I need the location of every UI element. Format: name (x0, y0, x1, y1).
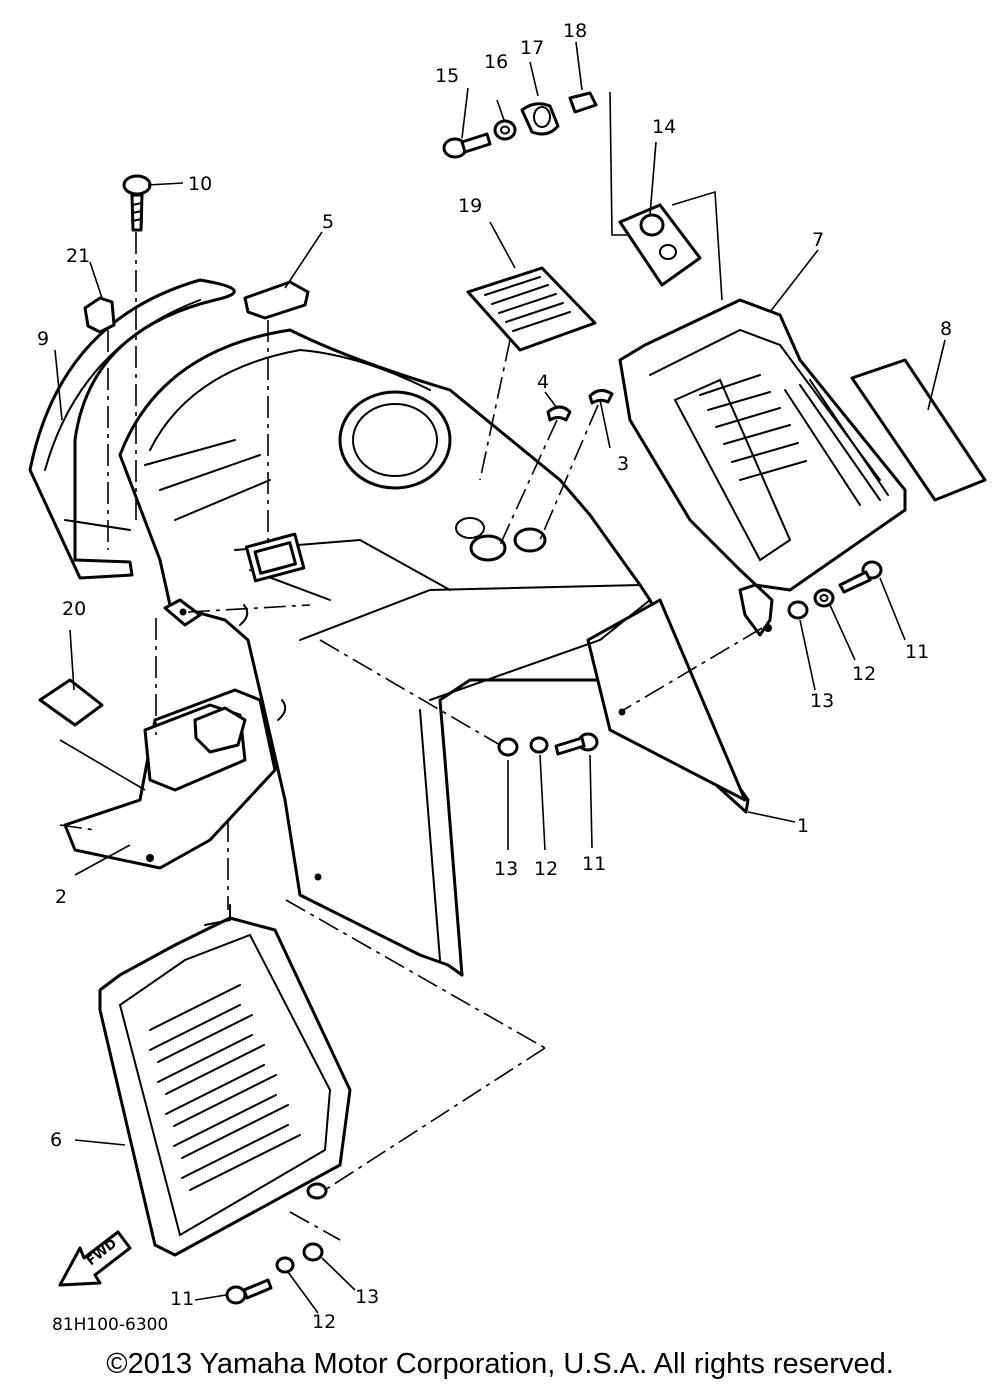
callout-19: 19 (458, 195, 482, 217)
callout-16: 16 (484, 51, 508, 73)
part-20-pad (38, 678, 104, 727)
callout-13-center: 13 (494, 858, 518, 880)
callout-labels: 15 16 17 18 14 10 5 19 7 21 9 8 4 3 11 1… (37, 20, 952, 1333)
callout-6: 6 (50, 1129, 62, 1151)
callout-17: 17 (520, 37, 544, 59)
callout-14: 14 (652, 116, 676, 138)
callout-15: 15 (435, 65, 459, 87)
part-14-bracket (618, 203, 702, 287)
part-6-panel-left (98, 904, 352, 1257)
fasteners-11-12-13-right (787, 560, 883, 620)
part-1-front-cowl (118, 328, 750, 977)
fasteners-11-12-13-left (225, 1242, 324, 1305)
parts-15-18-fasteners (442, 91, 598, 159)
leader-lines (54, 41, 946, 1314)
part-19-label (466, 266, 597, 352)
alignment-lines (59, 232, 763, 1241)
callout-12-center: 12 (534, 858, 558, 880)
diagram-code: 81H100-6300 (52, 1315, 168, 1335)
callout-11-right: 11 (905, 641, 929, 663)
copyright-notice: ©2013 Yamaha Motor Corporation, U.S.A. A… (106, 1348, 894, 1380)
part-21-cap (83, 296, 116, 334)
callout-13-right: 13 (810, 690, 834, 712)
part-2-switch-cover (63, 688, 277, 870)
callout-21: 21 (66, 245, 90, 267)
part-3-bushing (588, 389, 614, 405)
callout-8: 8 (940, 318, 952, 340)
callout-3: 3 (617, 453, 629, 475)
callout-11-left: 11 (170, 1288, 194, 1310)
parts-diagram: FWD (28, 20, 987, 1335)
part-8-strip (850, 358, 987, 502)
callout-1: 1 (797, 815, 809, 837)
fasteners-11-12-13-center (497, 732, 599, 757)
callout-12-right: 12 (852, 663, 876, 685)
callout-20: 20 (62, 598, 86, 620)
callout-4: 4 (537, 371, 549, 393)
callout-18: 18 (563, 20, 587, 42)
callout-2: 2 (55, 886, 67, 908)
callout-9: 9 (37, 328, 49, 350)
part-10-screw (122, 174, 152, 232)
part-4-bushing (546, 405, 572, 422)
fwd-arrow-icon: FWD (58, 1230, 132, 1287)
callout-13-left: 13 (355, 1286, 379, 1308)
part-5-clip (243, 280, 310, 320)
part-7-panel-right (618, 298, 907, 637)
exploded-view: FWD (28, 20, 987, 1335)
part-9-shell (28, 278, 236, 580)
callout-10: 10 (188, 173, 212, 195)
callout-11-center: 11 (582, 853, 606, 875)
callout-7: 7 (812, 229, 824, 251)
callout-12-left: 12 (312, 1311, 336, 1333)
callout-5: 5 (322, 211, 334, 233)
